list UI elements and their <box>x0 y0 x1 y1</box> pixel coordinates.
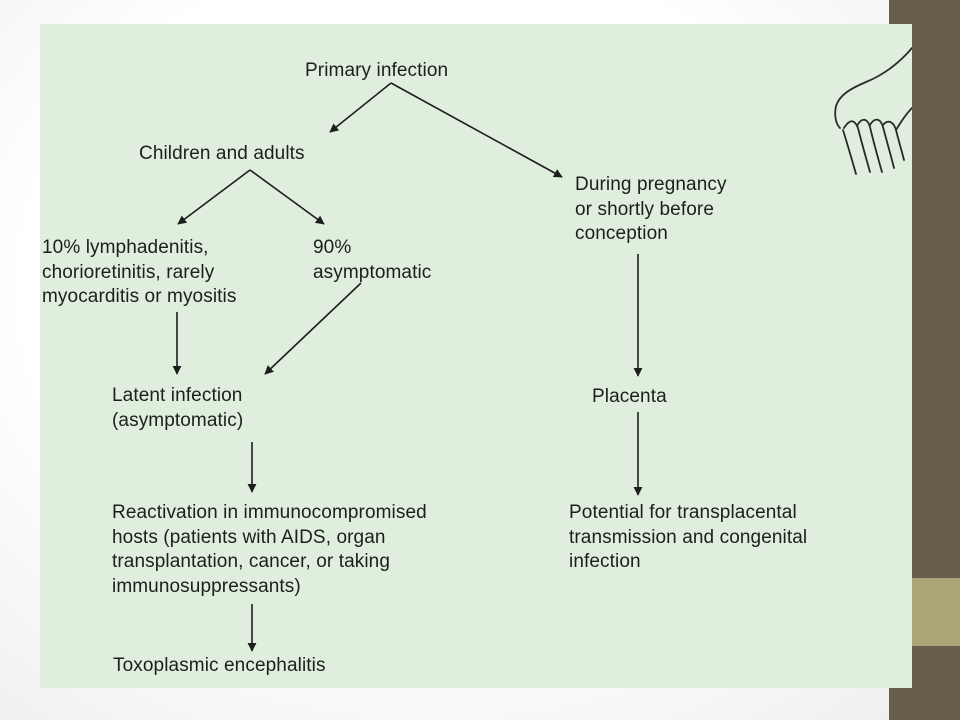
node-reactivation: Reactivation in immunocompromised hosts … <box>112 502 427 597</box>
node-placenta: Placenta <box>592 386 667 407</box>
arrow-asymptomatic-to-latent <box>264 282 362 375</box>
flowchart-arrows <box>172 47 912 652</box>
node-primary-infection: Primary infection <box>305 60 449 81</box>
arrow-primary-to-pregnancy <box>390 82 563 178</box>
hand-outline-icon <box>834 47 912 175</box>
node-asymptomatic-90-percent: 90% asymptomatic <box>313 237 432 283</box>
node-latent-infection: Latent infection (asymptomatic) <box>112 385 244 431</box>
side-accent-light <box>912 578 960 646</box>
node-toxoplasmic-encephalitis: Toxoplasmic encephalitis <box>113 655 326 676</box>
arrow-children-to-symptomatic <box>177 169 251 225</box>
node-during-pregnancy: During pregnancy or shortly before conce… <box>575 174 727 244</box>
node-children-and-adults: Children and adults <box>139 143 305 164</box>
arrow-primary-to-children <box>329 82 392 133</box>
side-accent-dark <box>912 646 960 720</box>
flowchart-panel <box>40 24 912 688</box>
node-symptomatic-10-percent: 10% lymphadenitis, chorioretinitis, rare… <box>42 237 237 307</box>
arrow-children-to-asymptomatic <box>249 169 325 225</box>
node-transplacental-transmission: Potential for transplacental transmissio… <box>569 502 808 572</box>
